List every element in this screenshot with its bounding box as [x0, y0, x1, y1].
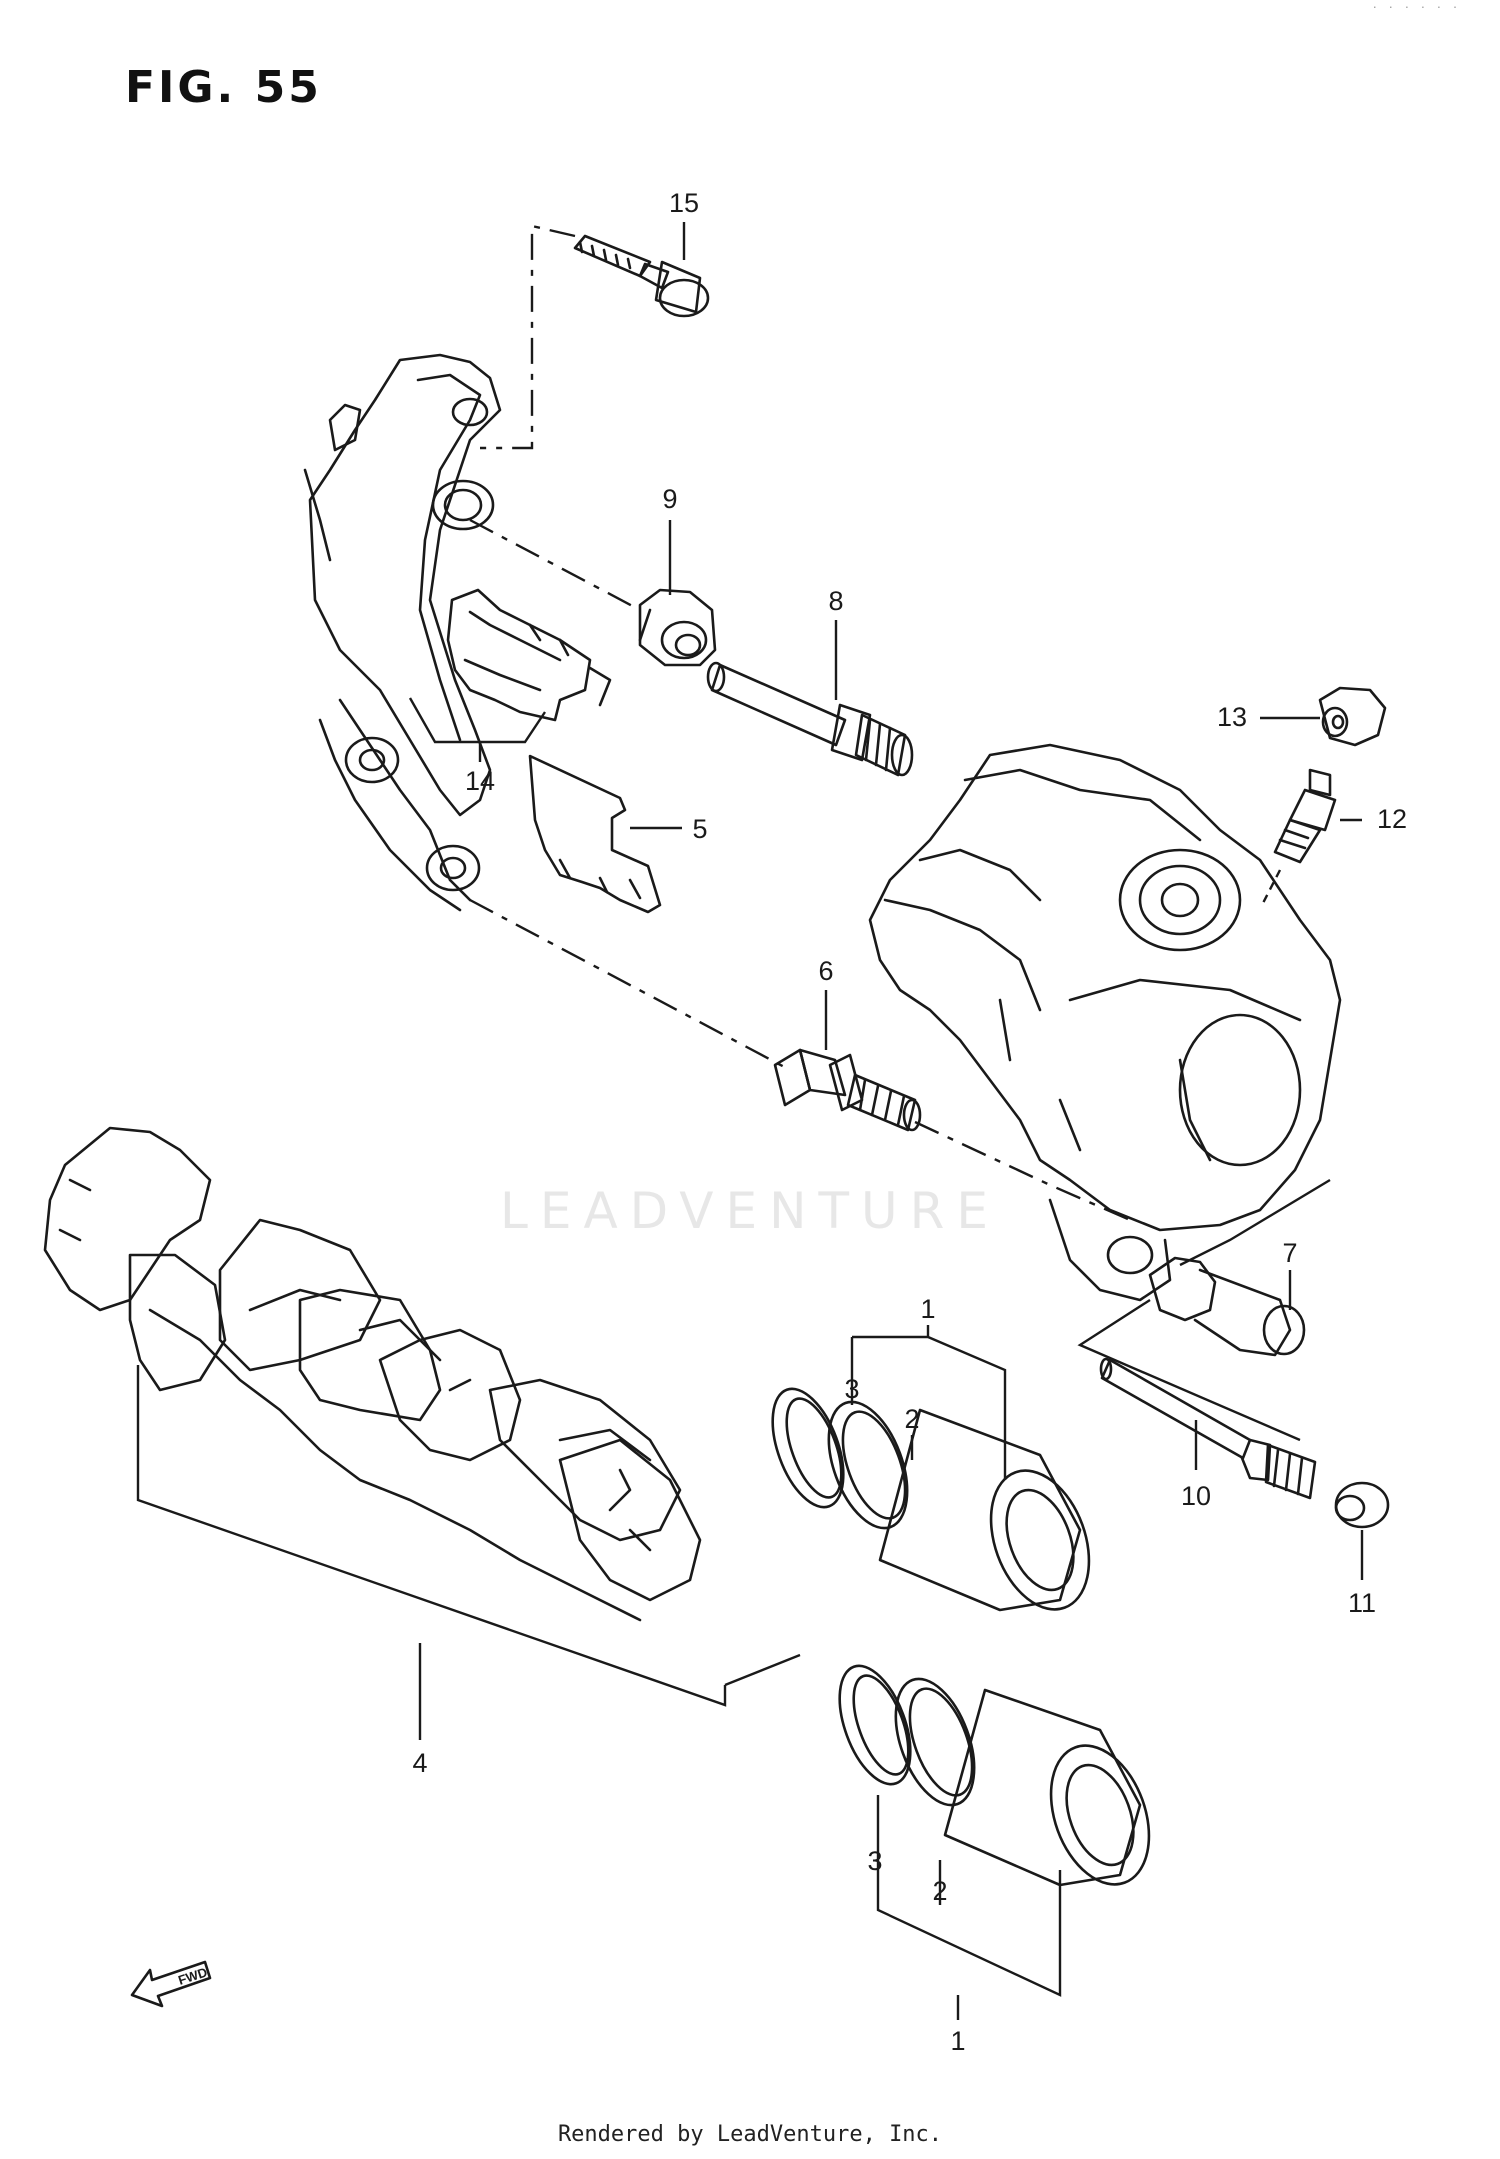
caliper-body[interactable] — [868, 743, 1342, 1302]
callout-1-lower: 1 — [950, 2026, 965, 2056]
caliper-bracket[interactable] — [303, 353, 502, 912]
callout-6: 6 — [818, 956, 833, 986]
callout-7: 7 — [1282, 1238, 1297, 1268]
part-8-pin[interactable] — [706, 661, 914, 777]
callout-3-lower: 3 — [867, 1846, 882, 1876]
piston-set-upper[interactable] — [759, 1379, 1107, 1623]
part-5-shim[interactable] — [528, 754, 662, 914]
callout-13: 13 — [1217, 702, 1247, 732]
callout-10: 10 — [1181, 1481, 1211, 1511]
watermark: LEADVENTURE — [500, 1182, 1000, 1240]
callout-labels: 15 9 8 13 12 14 5 6 7 1 3 2 10 11 4 3 2 … — [412, 188, 1407, 2056]
callout-8: 8 — [828, 586, 843, 616]
callout-2-lower: 2 — [932, 1876, 947, 1906]
callout-3-upper: 3 — [844, 1374, 859, 1404]
part-4-pad-set[interactable] — [43, 1126, 702, 1622]
part-11-plug[interactable] — [1334, 1481, 1390, 1529]
callout-11: 11 — [1348, 1588, 1376, 1618]
figure-title: FIG. 55 — [125, 62, 322, 113]
part-13-cap[interactable] — [1318, 686, 1387, 747]
callout-9: 9 — [662, 484, 677, 514]
callout-12: 12 — [1377, 804, 1407, 834]
part-9-boot[interactable] — [638, 588, 717, 667]
callout-5: 5 — [692, 814, 707, 844]
callout-15: 15 — [669, 188, 699, 218]
leader-lines — [136, 222, 1364, 2020]
piston-set-lower[interactable] — [826, 1656, 1167, 1898]
part-12-bleeder[interactable] — [1273, 768, 1337, 864]
part-15-bolt[interactable] — [573, 234, 710, 318]
callout-4: 4 — [412, 1748, 427, 1778]
part-14-clip[interactable] — [446, 588, 612, 722]
callout-14: 14 — [465, 766, 495, 796]
fwd-arrow-icon — [130, 1960, 212, 2008]
render-credit: Rendered by LeadVenture, Inc. — [557, 2122, 943, 2147]
part-6-bolt[interactable] — [773, 1048, 922, 1132]
corner-mark: . . . . . . — [1371, 0, 1460, 11]
part-7-pin[interactable] — [1148, 1256, 1306, 1357]
callout-1-upper: 1 — [920, 1294, 935, 1324]
callout-2-upper: 2 — [904, 1404, 919, 1434]
part-10-pin[interactable] — [1099, 1357, 1317, 1500]
